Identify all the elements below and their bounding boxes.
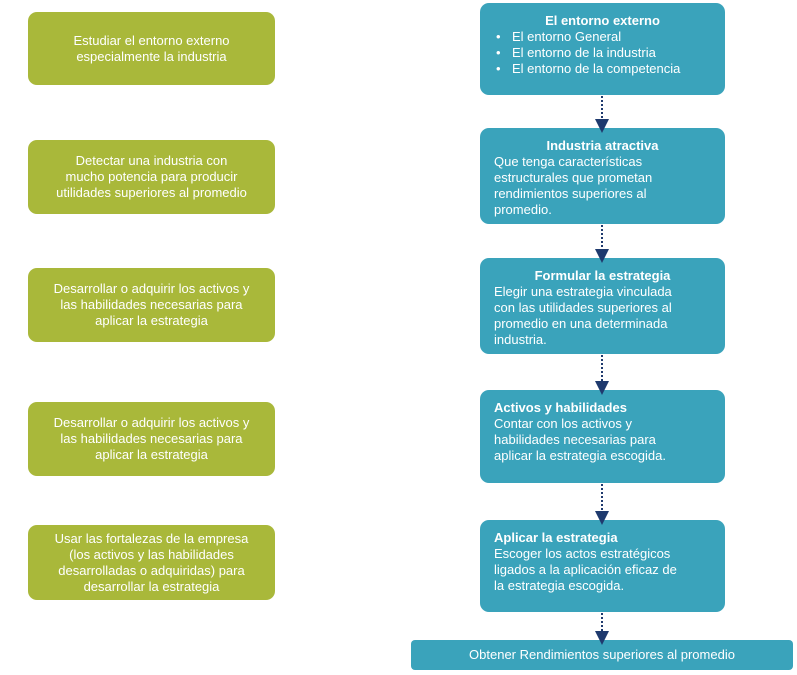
bullet-list: El entorno General El entorno de la indu… <box>494 29 711 77</box>
left-step-1: Estudiar el entorno externo especialment… <box>28 12 275 85</box>
bullet-item: El entorno de la industria <box>496 45 711 61</box>
right-step-industria-atractiva: Industria atractiva Que tenga caracterís… <box>480 128 725 224</box>
right-step-body: Que tenga características estructurales … <box>494 154 653 217</box>
right-step-title: El entorno externo <box>545 13 660 28</box>
right-step-aplicar-estrategia: Aplicar la estrategia Escoger los actos … <box>480 520 725 612</box>
right-step-activos-habilidades: Activos y habilidades Contar con los act… <box>480 390 725 483</box>
right-step-body: Escoger los actos estratégicos ligados a… <box>494 546 677 593</box>
final-outcome-box: Obtener Rendimientos superiores al prome… <box>411 640 793 670</box>
left-step-4: Desarrollar o adquirir los activos y las… <box>28 402 275 476</box>
right-step-title: Activos y habilidades <box>494 400 627 415</box>
right-step-entorno-externo: El entorno externo El entorno General El… <box>480 3 725 95</box>
left-step-5: Usar las fortalezas de la empresa (los a… <box>28 525 275 600</box>
right-step-body: Contar con los activos y habilidades nec… <box>494 416 666 463</box>
right-step-formular-estrategia: Formular la estrategia Elegir una estrat… <box>480 258 725 354</box>
left-step-2: Detectar una industria con mucho potenci… <box>28 140 275 214</box>
right-step-title: Industria atractiva <box>546 138 659 153</box>
bullet-item: El entorno de la competencia <box>496 61 711 77</box>
bullet-item: El entorno General <box>496 29 711 45</box>
right-step-body: Elegir una estrategia vinculada con las … <box>494 284 672 347</box>
right-step-title: Aplicar la estrategia <box>494 530 618 545</box>
right-step-title: Formular la estrategia <box>534 268 671 283</box>
left-step-3: Desarrollar o adquirir los activos y las… <box>28 268 275 342</box>
